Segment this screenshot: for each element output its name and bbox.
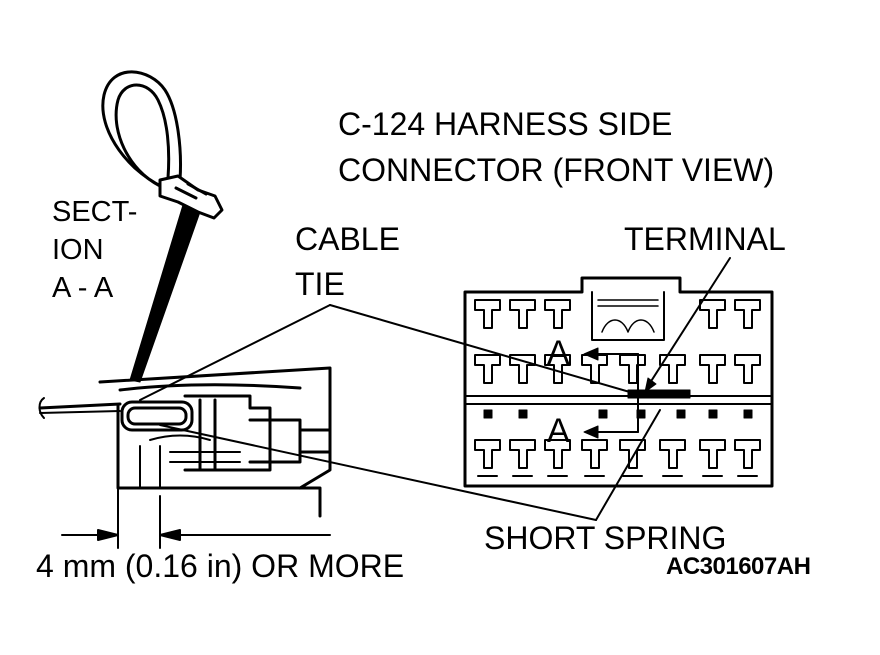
cable-tie-leaders [139,304,641,401]
title-line-1: C-124 HARNESS SIDE [338,106,673,142]
section-marker-a-bottom: A [547,412,570,450]
section-label-line-3: A - A [52,272,114,304]
terminal-label: TERMINAL [624,221,786,257]
section-pointer-wedge [129,204,201,383]
dimension-drawing [61,487,331,549]
dimension-label: 4 mm (0.16 in) OR MORE [36,548,405,584]
section-label-line-2: ION [52,234,104,266]
section-label-line-1: SECT- [52,196,138,228]
cable-tie-label-line-1: CABLE [295,221,400,257]
figure-code: AC301607AH [666,553,811,580]
short-spring-label: SHORT SPRING [484,520,727,556]
section-view-drawing [38,366,332,518]
title-line-2: CONNECTOR (FRONT VIEW) [338,152,775,188]
section-marker-a-top: A [547,334,570,372]
cable-tie-loop-drawing [101,70,224,220]
short-spring-leaders [159,409,661,521]
cable-tie-label-line-2: TIE [295,266,345,302]
front-view-connector-drawing [463,276,774,488]
